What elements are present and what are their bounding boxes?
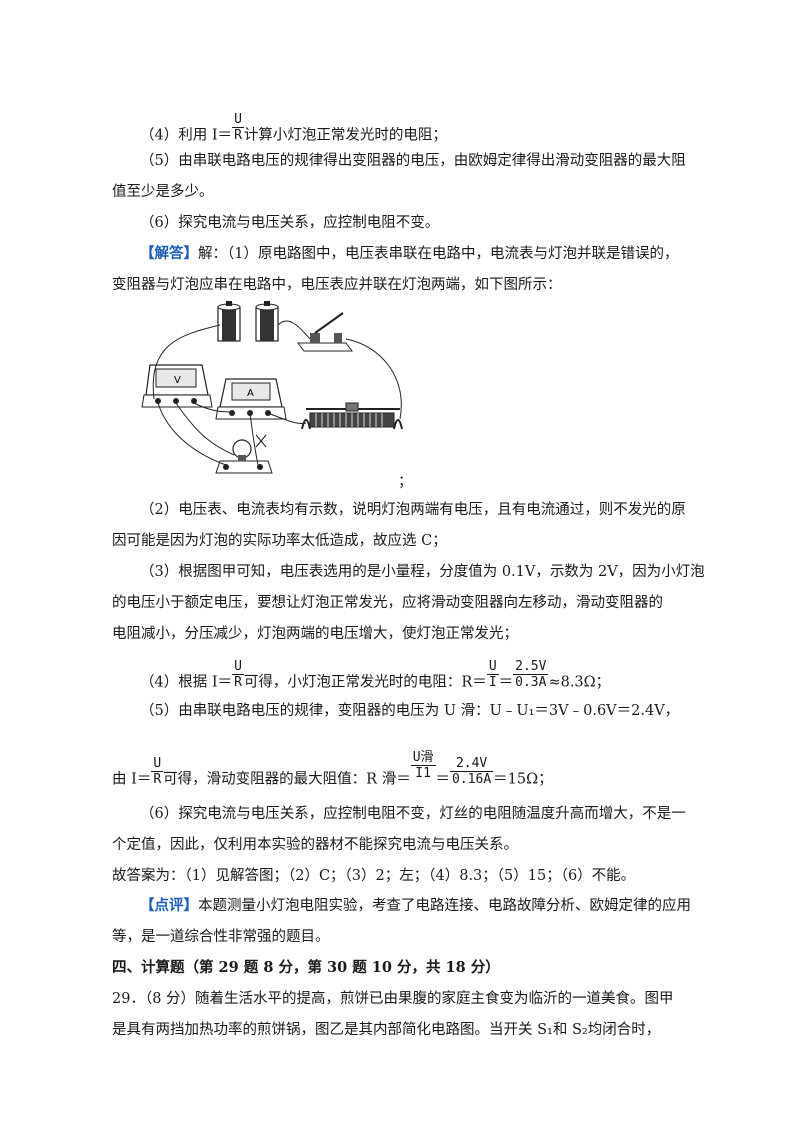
switch-icon <box>297 312 353 352</box>
answer3-line2: 的电压小于额定电压，要想让灯泡正常发光，应将滑动变阻器向左移动，滑动变阻器的 <box>112 595 663 611</box>
voltmeter-icon: V <box>141 364 213 408</box>
question29-line1: 29．（8 分）随着生活水平的提高，煎饼已由果腹的家庭主食变为临沂的一道美食。图… <box>112 991 674 1007</box>
final-answer: 故答案为：（1）见解答图；（2）C；（3）2；左；（4）8.3；（5）15；（6… <box>112 868 636 884</box>
section-heading: 四、计算题（第 29 题 8 分，第 30 题 10 分，共 18 分） <box>112 959 500 976</box>
step5-hint-line1: （5）由串联电路电压的规律得出变阻器的电压，由欧姆定律得出滑动变阻器的最大阻 <box>140 153 686 169</box>
question29-line2: 是具有两挡加热功率的煎饼锅，图乙是其内部简化电路图。当开关 S₁和 S₂均闭合时… <box>112 1022 661 1038</box>
step5-hint-line2: 值至少是多少。 <box>112 184 214 200</box>
answer-tag: 【解答】 <box>140 245 198 262</box>
battery-icon <box>255 301 279 342</box>
circuit-diagram: V A <box>141 301 403 474</box>
answer-intro-line1: 【解答】解：（1）原电路图中，电压表串联在电路中，电流表与灯泡并联是错误的， <box>140 245 679 262</box>
answer3-line1: （3）根据图甲可知，电压表选用的是小量程，分度值为 0.1V，示数为 2V，因为… <box>140 564 705 580</box>
voltmeter-label: V <box>174 375 181 386</box>
answer5-line1: （5）由串联电路电压的规律，变阻器的电压为 U 滑：U﹣U₁＝3V﹣0.6V＝2… <box>140 703 680 719</box>
comment-tag: 【点评】 <box>140 897 198 914</box>
answer2-line1: （2）电压表、电流表均有示数，说明灯泡两端有电压，且有电流通过，则不发光的原 <box>140 502 686 518</box>
step6-hint: （6）探究电流与电压关系，应控制电阻不变。 <box>140 215 440 231</box>
answer-intro-line2: 变阻器与灯泡应串在电路中，电压表应并联在灯泡两端，如下图所示： <box>112 277 562 293</box>
answer2-line2: 因可能是因为灯泡的实际功率太低造成，故应选 C； <box>112 533 447 549</box>
comment-line2: 等，是一道综合性非常强的题目。 <box>112 929 330 945</box>
figure-semicolon: ； <box>398 474 413 490</box>
bulb-icon <box>215 439 273 474</box>
ammeter-icon: A <box>215 378 287 420</box>
rheostat-icon <box>301 402 403 430</box>
ammeter-label: A <box>247 388 254 399</box>
answer6-line1: （6）探究电流与电压关系，应控制电阻不变，灯丝的电阻随温度升高而增大，不是一 <box>140 806 686 822</box>
comment-line1: 【点评】本题测量小灯泡电阻实验，考查了电路连接、电路故障分析、欧姆定律的应用 <box>140 897 691 914</box>
answer3-line3: 电阻减小，分压减少，灯泡两端的电压增大，使灯泡正常发光； <box>112 626 518 642</box>
battery-icon <box>217 301 241 342</box>
answer6-line2: 个定值，因此，仅利用本实验的器材不能探究电流与电压关系。 <box>112 837 518 853</box>
